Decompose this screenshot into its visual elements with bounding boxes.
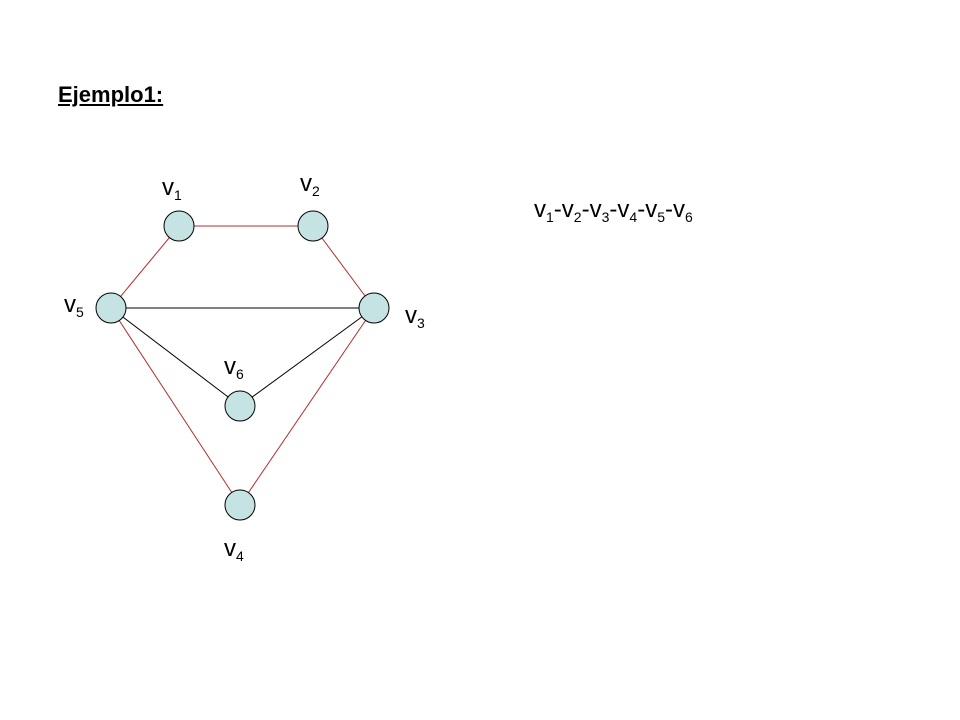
edges xyxy=(110,225,375,506)
node-label-v4: v4 xyxy=(224,535,244,564)
path-vertex-letter: v xyxy=(561,196,574,223)
node-label-index: 1 xyxy=(174,187,182,203)
edge-v6-v3 xyxy=(239,307,375,407)
path-vertex-index: 6 xyxy=(684,209,693,225)
page-title: Ejemplo1: xyxy=(58,82,164,107)
edge-v3-v4 xyxy=(239,307,375,506)
node-label-letter: v xyxy=(405,302,417,329)
node-label-letter: v xyxy=(224,535,236,562)
edge-v5-v1 xyxy=(110,225,180,309)
node-label-letter: v xyxy=(224,353,236,380)
node-v1 xyxy=(163,210,195,242)
path-separator: - xyxy=(637,196,646,223)
path-vertex-index: 2 xyxy=(573,209,582,225)
node-v6 xyxy=(224,390,256,422)
path-vertex-letter: v xyxy=(645,196,658,223)
node-v2 xyxy=(297,210,329,242)
path-separator: - xyxy=(581,196,590,223)
path-separator: - xyxy=(664,196,673,223)
path-vertex-index: 3 xyxy=(601,209,610,225)
node-label-v1: v1 xyxy=(162,174,182,203)
node-label-v3: v3 xyxy=(405,302,425,331)
node-label-letter: v xyxy=(64,291,76,318)
node-label-v5: v5 xyxy=(64,291,84,320)
node-v3 xyxy=(358,292,390,324)
edge-v2-v3 xyxy=(312,225,375,309)
edge-v5-v6 xyxy=(110,307,241,407)
node-label-letter: v xyxy=(300,170,312,197)
path-separator: - xyxy=(553,196,562,223)
path-vertex-index: 1 xyxy=(546,209,554,225)
node-label-v6: v6 xyxy=(224,353,244,382)
node-label-index: 3 xyxy=(417,315,425,331)
path-vertex-letter: v xyxy=(672,196,685,223)
node-label-index: 5 xyxy=(76,304,84,320)
path-vertex-letter: v xyxy=(617,196,630,223)
path-vertex-index: 4 xyxy=(629,209,638,225)
node-v4 xyxy=(224,489,256,521)
hamiltonian-path-text: v1-v2-v3-v4-v5-v6 xyxy=(534,196,693,225)
path-vertex-index: 5 xyxy=(657,209,665,225)
nodes xyxy=(95,210,390,521)
path-separator: - xyxy=(609,196,618,223)
path-vertex-letter: v xyxy=(589,196,602,223)
node-label-index: 2 xyxy=(312,183,320,199)
node-label-index: 4 xyxy=(236,548,244,564)
node-label-letter: v xyxy=(162,174,174,201)
node-v5 xyxy=(95,292,127,324)
edge-v4-v5 xyxy=(110,307,241,506)
path-vertex-letter: v xyxy=(534,196,546,223)
node-label-index: 6 xyxy=(236,366,244,382)
node-label-v2: v2 xyxy=(300,170,320,199)
